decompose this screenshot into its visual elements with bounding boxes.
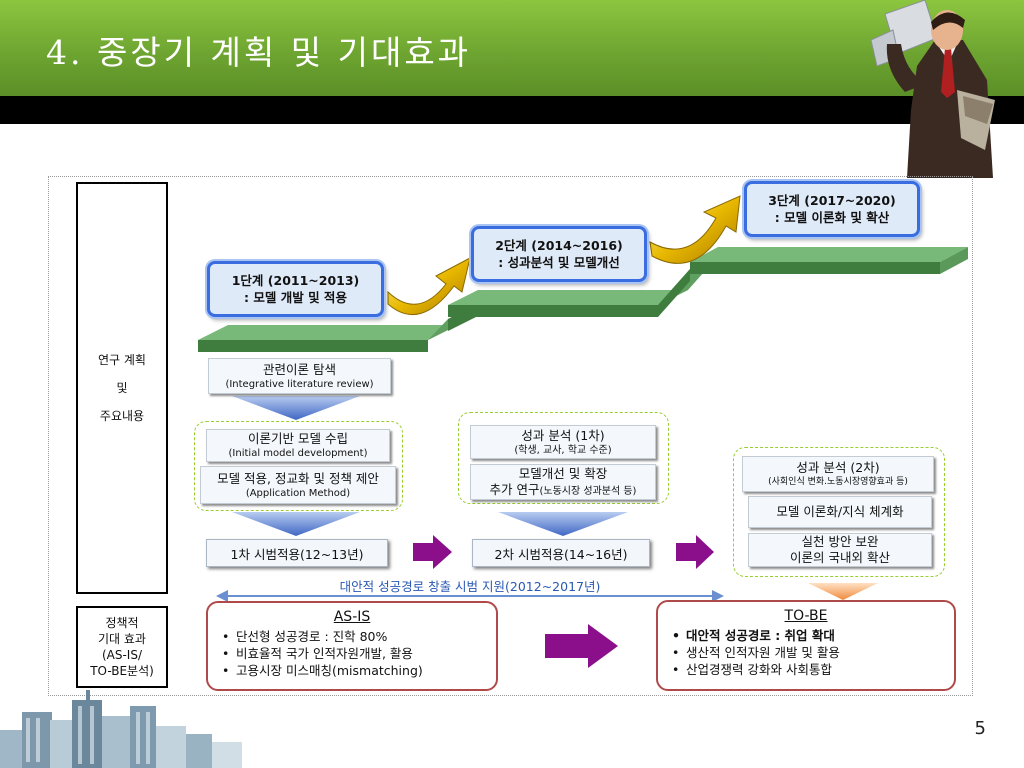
pilot-1-box: 1차 시범적용(12~13년) bbox=[206, 539, 388, 567]
stage1-content-group bbox=[194, 421, 403, 511]
model-improve-main: 모델개선 및 확장 bbox=[518, 466, 608, 481]
perf1-main: 성과 분석 (1차) bbox=[521, 427, 605, 443]
as-is-item: 고용시장 미스매칭(mismatching) bbox=[222, 662, 496, 679]
as-is-box: AS-IS 단선형 성공경로 : 진학 80% 비효율적 국가 인적자원개발, … bbox=[206, 601, 498, 691]
theory-review-sub: (Integrative literature review) bbox=[225, 378, 374, 390]
as-is-item: 단선형 성공경로 : 진학 80% bbox=[222, 628, 496, 645]
policy-label-line1: 정책적 bbox=[105, 616, 139, 630]
perf1-sub: (학생, 교사, 학교 수준) bbox=[514, 444, 612, 456]
model-improve-sub: (노동시장 성과분석 등) bbox=[539, 486, 637, 497]
perf2-sub: (사회인식 변화.노동시장영향효과 등) bbox=[768, 477, 908, 487]
model-build-box: 이론기반 모델 수립 (Initial model development) bbox=[206, 429, 390, 462]
pilot-2-label: 2차 시범적용(14~16년) bbox=[494, 546, 628, 562]
pilot-1-label: 1차 시범적용(12~13년) bbox=[230, 546, 364, 562]
model-improve-line2: 추가 연구(노동시장 성과분석 등) bbox=[490, 482, 637, 498]
to-be-box: TO-BE 대안적 성공경로 : 취업 확대 생산적 인적자원 개발 및 활용 … bbox=[656, 600, 956, 691]
pilot-2-box: 2차 시범적용(14~16년) bbox=[472, 539, 650, 567]
stage-1-name: 1단계 (2011~2013) bbox=[231, 273, 360, 288]
stage3-content-group bbox=[733, 447, 945, 577]
perf2-box: 성과 분석 (2차) (사회인식 변화.노동시장영향효과 등) bbox=[742, 456, 934, 492]
plan-side-label: 연구 계획 및 주요내용 bbox=[76, 182, 168, 594]
practice-box: 실천 방안 보완 이론의 국내외 확산 bbox=[748, 533, 932, 567]
to-be-list: 대안적 성공경로 : 취업 확대 생산적 인적자원 개발 및 활용 산업경쟁력 … bbox=[672, 627, 954, 678]
stage2-content-group bbox=[458, 412, 669, 504]
theory-review-box: 관련이론 탐색 (Integrative literature review) bbox=[208, 358, 391, 394]
stage-3-desc: : 모델 이론화 및 확산 bbox=[774, 210, 890, 225]
stage-2-desc: : 성과분석 및 모델개선 bbox=[498, 255, 620, 270]
page-number: 5 bbox=[974, 718, 986, 739]
practice-line2: 이론의 국내외 확산 bbox=[790, 550, 890, 565]
policy-label-line2: 기대 효과 bbox=[98, 632, 146, 646]
practice-line1: 실천 방안 보완 bbox=[801, 534, 879, 549]
model-apply-main: 모델 적용, 정교화 및 정책 제안 bbox=[217, 470, 379, 486]
model-improve-box: 모델개선 및 확장 추가 연구(노동시장 성과분석 등) bbox=[470, 464, 656, 500]
theorize-main: 모델 이론화/지식 체계화 bbox=[776, 504, 904, 519]
slide-title: 4. 중장기 계획 및 기대효과 bbox=[46, 33, 472, 72]
city-skyline-illustration bbox=[0, 690, 242, 768]
businessman-illustration bbox=[870, 0, 995, 178]
theorize-box: 모델 이론화/지식 체계화 bbox=[748, 496, 932, 528]
stage-1-box: 1단계 (2011~2013) : 모델 개발 및 적용 bbox=[207, 261, 384, 317]
model-apply-box: 모델 적용, 정교화 및 정책 제안 (Application Method) bbox=[200, 466, 396, 504]
to-be-item: 대안적 성공경로 : 취업 확대 bbox=[672, 627, 954, 644]
as-is-title: AS-IS bbox=[333, 609, 371, 625]
stage-3-box: 3단계 (2017~2020) : 모델 이론화 및 확산 bbox=[744, 181, 920, 237]
pilot-support-banner: 대안적 성공경로 창출 시범 지원(2012~2017년) bbox=[339, 579, 601, 594]
policy-label-line3: (AS-IS/ bbox=[101, 648, 143, 662]
model-improve-extra: 추가 연구 bbox=[489, 482, 540, 497]
policy-label-line4: TO-BE분석) bbox=[90, 664, 154, 678]
stage-2-name: 2단계 (2014~2016) bbox=[495, 238, 623, 253]
stage-2-box: 2단계 (2014~2016) : 성과분석 및 모델개선 bbox=[471, 226, 647, 282]
stage-3-name: 3단계 (2017~2020) bbox=[768, 193, 896, 208]
content-frame bbox=[48, 176, 973, 696]
as-is-item: 비효율적 국가 인적자원개발, 활용 bbox=[222, 645, 496, 662]
model-build-sub: (Initial model development) bbox=[228, 448, 368, 459]
model-apply-sub: (Application Method) bbox=[245, 487, 351, 499]
title-bar: 4. 중장기 계획 및 기대효과 bbox=[0, 0, 1024, 96]
perf2-main: 성과 분석 (2차) bbox=[796, 460, 880, 475]
perf1-box: 성과 분석 (1차) (학생, 교사, 학교 수준) bbox=[470, 425, 656, 459]
to-be-title: TO-BE bbox=[784, 608, 828, 624]
stage-1-desc: : 모델 개발 및 적용 bbox=[244, 290, 347, 305]
title-underline-band bbox=[0, 96, 1024, 124]
plan-label-line1: 연구 계획 bbox=[98, 353, 146, 367]
plan-label-line2: 및 bbox=[116, 381, 128, 395]
to-be-item: 산업경쟁력 강화와 사회통합 bbox=[672, 661, 954, 678]
to-be-item: 생산적 인적자원 개발 및 활용 bbox=[672, 644, 954, 661]
policy-side-label: 정책적 기대 효과 (AS-IS/ TO-BE분석) bbox=[76, 606, 168, 688]
model-build-main: 이론기반 모델 수립 bbox=[248, 431, 348, 446]
as-is-list: 단선형 성공경로 : 진학 80% 비효율적 국가 인적자원개발, 활용 고용시… bbox=[222, 628, 496, 679]
theory-review-main: 관련이론 탐색 bbox=[263, 361, 336, 377]
plan-label-line3: 주요내용 bbox=[99, 409, 145, 423]
